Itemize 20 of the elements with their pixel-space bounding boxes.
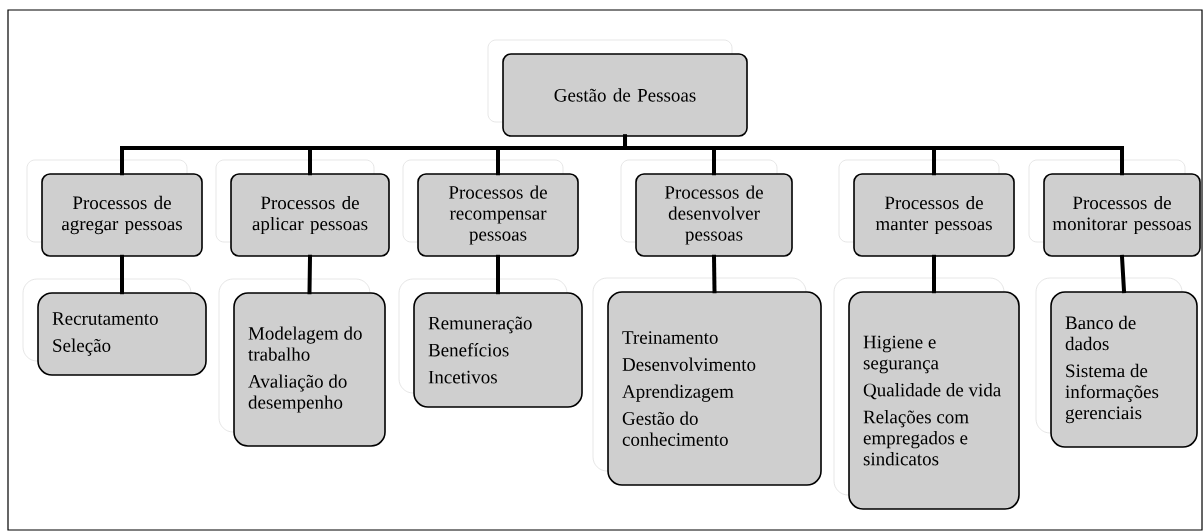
item-list-box: Treinamento Desenvolvimento Aprendizagem Gestão do conhecimento	[592, 277, 822, 486]
connector-line	[712, 254, 717, 294]
process-box: Processos de recompensar pessoas	[402, 159, 579, 257]
process-box: Processos de monitorar pessoas	[1028, 159, 1201, 257]
connector-line	[623, 134, 1124, 176]
item-list-box: Remuneração Benefícios Incetivos	[398, 278, 583, 408]
process-box: Processos de manter pessoas	[838, 159, 1015, 257]
connector-line	[932, 254, 936, 294]
process-box: Processos de agregar pessoas	[26, 159, 203, 257]
connector-line	[1120, 254, 1126, 294]
connector-line	[120, 254, 124, 295]
root-box: Gestão de Pessoas	[487, 39, 748, 137]
item-list-box: Recrutamento Seleção	[22, 278, 207, 376]
connector-line	[496, 254, 500, 295]
item-list-box: Higiene e segurança Qualidade de vida Relações com empregados e sindicatos	[833, 277, 1020, 510]
process-box: Processos de aplicar pessoas	[215, 159, 390, 257]
process-box: Processos de desenvolver pessoas	[620, 159, 793, 257]
item-list-box: Modelagem do trabalho Avaliação do desempenho	[218, 278, 386, 447]
item-list-box: Banco de dados Sistema de informações gerenciais	[1035, 277, 1198, 448]
connector-line	[307, 254, 312, 295]
